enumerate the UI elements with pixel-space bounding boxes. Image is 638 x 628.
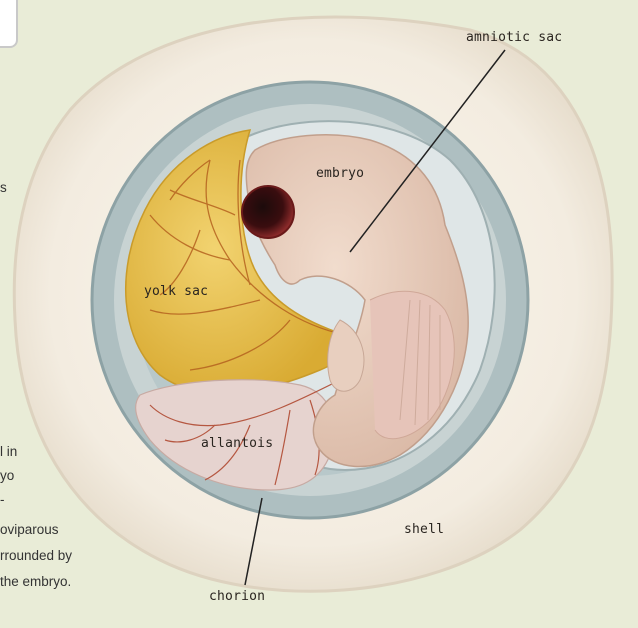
allantois-shape [135, 379, 335, 491]
side-text-fragment: l in [0, 444, 18, 459]
page-edge-tab [0, 0, 18, 48]
side-text-fragment: oviparous [0, 522, 59, 537]
side-text-fragment: rrounded by [0, 548, 73, 563]
side-text-fragment: the embryo. [0, 574, 72, 589]
embryo-eye [241, 185, 295, 239]
label-embryo: embryo [316, 166, 365, 181]
label-allantois: allantois [201, 436, 274, 451]
side-text-fragment: s [0, 180, 7, 195]
label-shell: shell [404, 522, 445, 537]
amniotic-sac-leader [349, 49, 506, 253]
label-yolk-sac: yolk sac [144, 284, 209, 299]
label-chorion: chorion [209, 589, 266, 604]
side-text-fragment: - [0, 492, 5, 507]
side-text-fragment: yo [0, 468, 15, 483]
chorion-leader [244, 497, 263, 586]
label-amniotic-sac: amniotic sac [466, 30, 563, 45]
